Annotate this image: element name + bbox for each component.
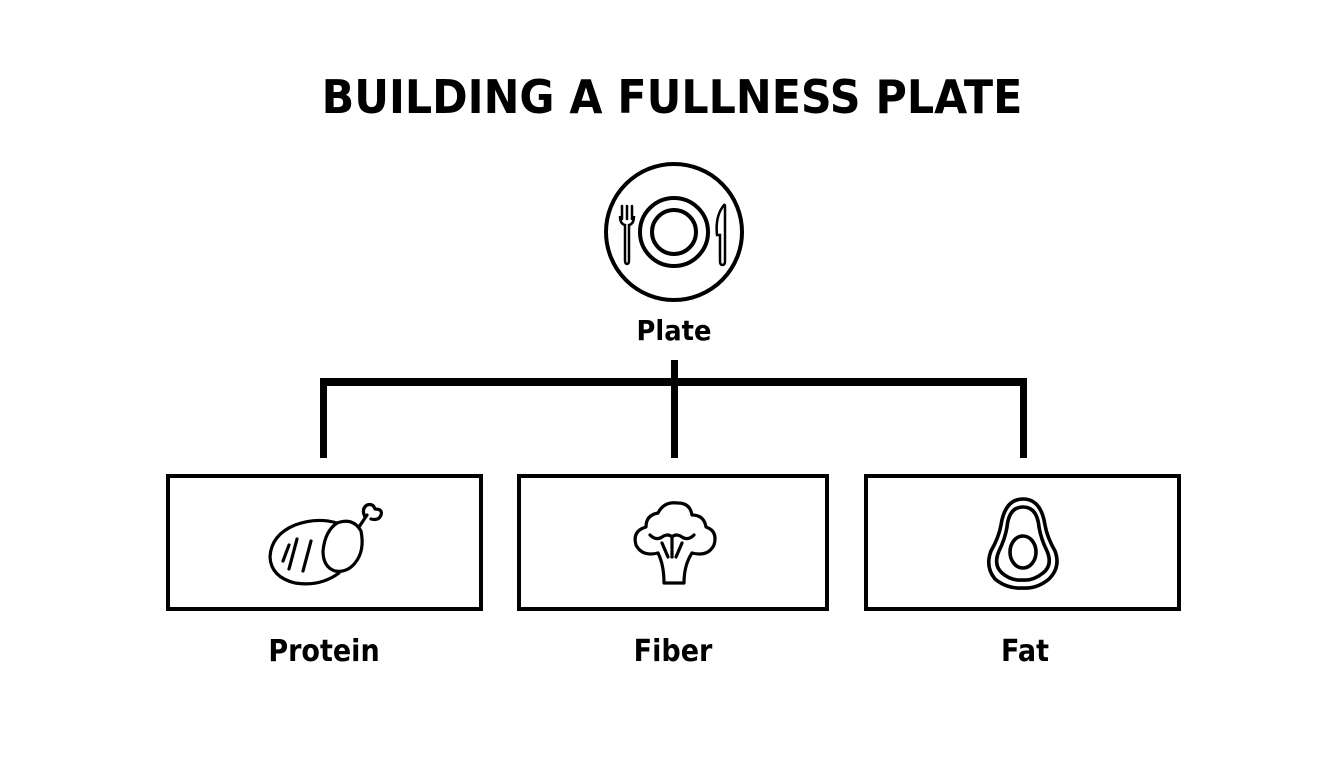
connector-stem-left: [320, 378, 327, 458]
protein-node: [166, 474, 483, 611]
chicken-drumstick-icon: [267, 502, 383, 585]
fat-node: [864, 474, 1181, 611]
diagram-title: BUILDING A FULLNESS PLATE: [321, 70, 1023, 124]
fiber-node: [517, 474, 829, 611]
plate-with-fork-and-knife-icon: [604, 162, 744, 302]
root-label: Plate: [636, 314, 712, 347]
avocado-icon: [986, 496, 1059, 590]
broccoli-icon: [633, 500, 717, 585]
fat-label: Fat: [1000, 634, 1049, 669]
connector-stem-center: [671, 360, 678, 458]
connector-stem-right: [1020, 378, 1027, 458]
connector-horizontal: [320, 378, 1027, 386]
fiber-label: Fiber: [633, 634, 713, 669]
protein-label: Protein: [268, 634, 380, 669]
